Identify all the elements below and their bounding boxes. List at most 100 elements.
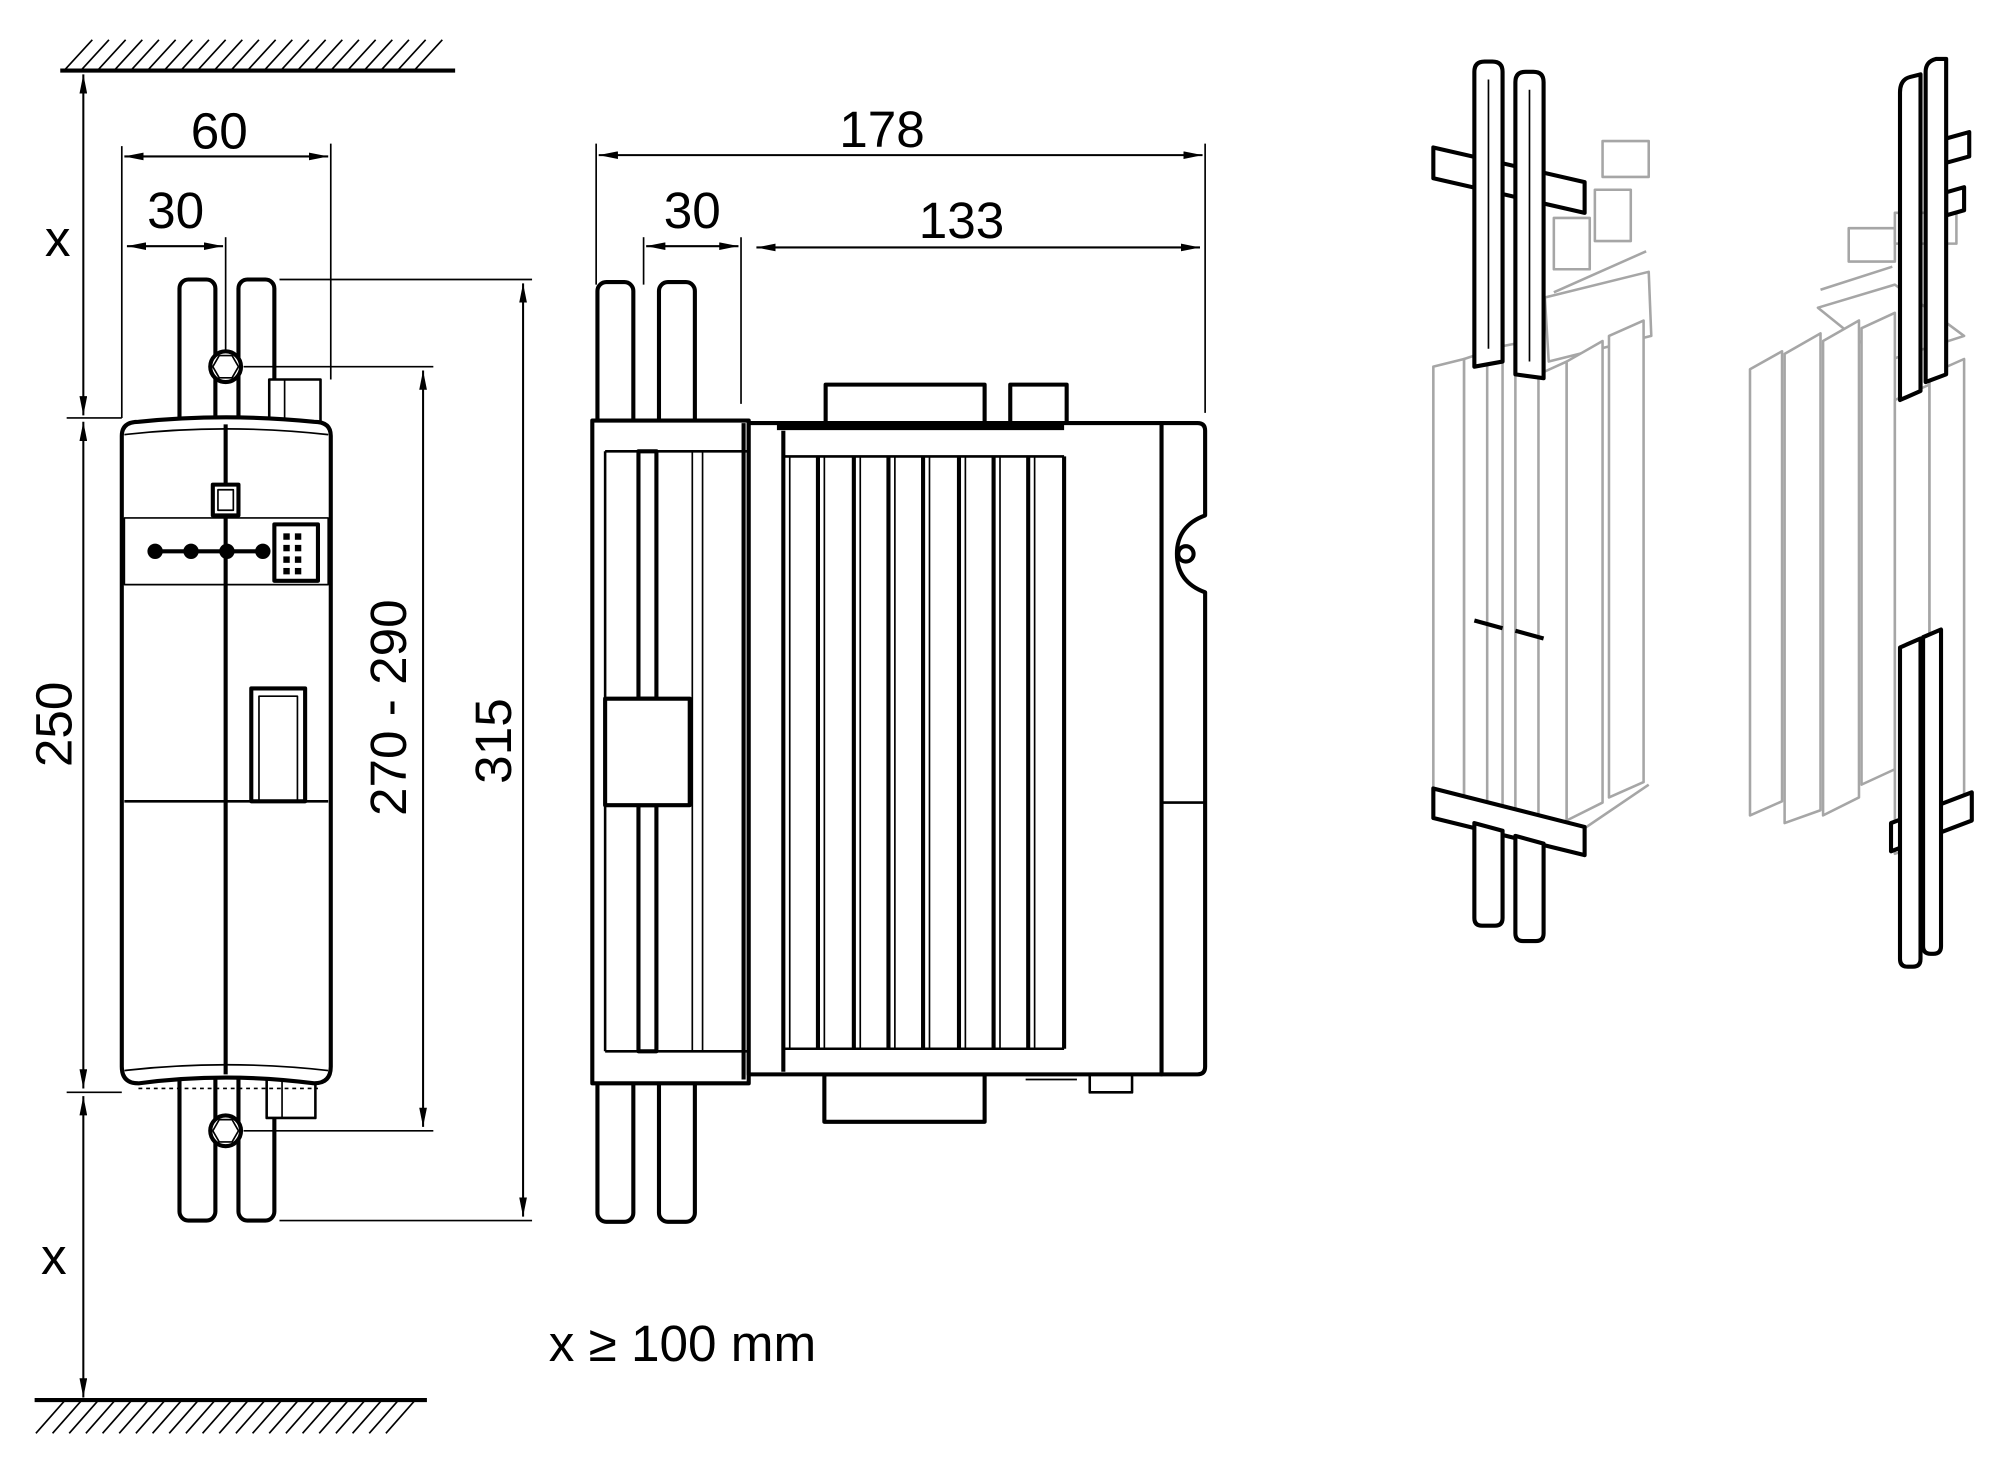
isometric-view-a [1431,59,1653,944]
ghost-plate [1565,339,1604,822]
hatch-stroke [35,1400,65,1434]
hatch-stroke [330,39,360,72]
status-led [147,543,163,559]
top-clearance-label: x [45,210,71,267]
rail-offset-label: 30 [664,182,721,239]
hatch-stroke [213,39,243,72]
hatch-stroke [168,1400,199,1434]
front-cover [1159,421,1208,1077]
hatch-stroke [196,39,227,72]
hatch-stroke [268,1400,299,1434]
hatch-stroke [230,39,260,72]
hatch-stroke [218,1400,249,1434]
hatch-stroke [351,1400,382,1434]
bottom-terminal-block [265,1078,317,1120]
bracket-bar-a [1897,72,1923,403]
hatch-stroke [263,39,293,72]
hatch-stroke [346,39,377,72]
bottom-clearance-label: x [41,1228,67,1285]
ghost-plate [1537,360,1568,830]
hatch-stroke [368,1400,399,1434]
heatsink-fins [815,456,1036,1049]
housing-height-label: 250 [25,682,82,768]
hatch-stroke [185,1400,215,1434]
hatch-stroke [118,1400,149,1434]
hatch-stroke [396,39,427,72]
hatch-stroke [246,39,277,72]
service-socket-inner [217,488,235,512]
rail-top-left [595,280,636,441]
hatch-stroke [130,39,160,72]
bracket-arm-top [1431,145,1587,215]
connector-pin [283,556,290,563]
connector-pin [283,533,290,540]
floor-hatch [35,1400,415,1434]
bottom-connector-large [822,1072,987,1124]
ghost-terminal [1601,139,1651,179]
hatch-stroke [180,39,210,72]
bracket-bar-a-bottom [1897,636,1923,969]
ghost-plate [1432,357,1466,815]
bracket-bar-b-bottom [1921,627,1944,956]
hatch-stroke [363,39,393,72]
ceiling-hatch [63,39,443,72]
hatch-stroke [68,1400,99,1434]
hatch-stroke [85,1400,115,1434]
connector-pin [294,544,302,552]
ghost-terminal [1847,226,1897,263]
top-connector-large [823,382,987,426]
hatch-stroke [201,1400,232,1434]
top-terminal-block [267,378,322,425]
bolt-head-top [211,354,240,379]
ghost-detail-line [1820,265,1893,291]
isometric-view-b [1748,56,1974,969]
bolt-head-bottom [211,1118,240,1143]
bracket-joint [1473,618,1504,631]
label-window-inner [258,695,299,803]
led-panel [123,517,330,586]
bracket-clip [603,696,692,808]
side-view-dimensions: 178 30 133 [595,101,1206,413]
status-led [183,543,199,559]
ghost-plate [1860,311,1897,786]
connector-pin [283,544,290,552]
hatch-stroke [151,1400,182,1434]
overall-height-label: 315 [465,698,522,784]
rail-bottom-left [595,1064,636,1224]
hatch-stroke [251,1400,282,1434]
connector-pin [294,533,302,540]
device-body [746,421,1164,1077]
overall-depth-label: 178 [839,101,925,158]
half-width-label: 30 [147,182,204,239]
hatch-stroke [301,1400,332,1434]
bracket-bar-b [1923,56,1949,385]
top-connector-small [1008,382,1069,426]
bracket-bar-a-bottom [1472,821,1505,928]
hatch-stroke [51,1400,82,1434]
connector-pin [294,556,302,563]
ghost-plate [1501,342,1517,825]
connector-pins [283,533,302,575]
hatch-stroke [135,1400,165,1434]
bracket-arm-bottom [1431,786,1587,858]
bracket-stub-upper [1944,130,1972,165]
hatch-stroke [296,39,327,72]
hatch-stroke [146,39,177,72]
hatch-stroke [113,39,143,72]
side-view [590,280,1208,1224]
status-led [219,543,235,559]
ghost-plate [1462,350,1489,820]
status-led [255,543,271,559]
ghost-plate [1821,319,1861,817]
hatch-stroke [318,1400,349,1434]
connector-pin [283,567,290,575]
label-window [249,686,308,804]
wall-clearance [34,39,456,1434]
hatch-stroke [163,39,193,72]
hatch-stroke [285,1400,315,1434]
rail-top-right [656,280,697,441]
ghost-terminal [1593,188,1633,243]
ghost-plate [1748,350,1784,817]
hatch-stroke [335,1400,365,1434]
